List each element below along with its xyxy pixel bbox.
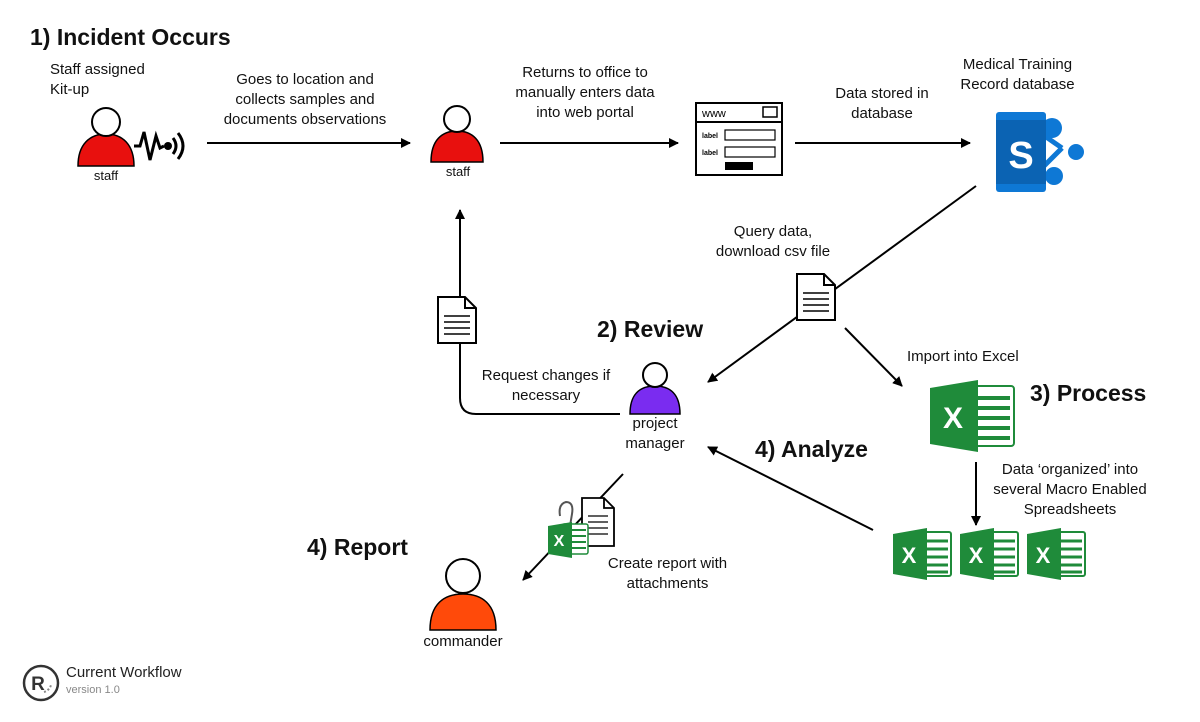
excel-icon: X: [930, 380, 1015, 452]
change-request-document-icon: [437, 296, 477, 344]
heading-analyze: 4) Analyze: [755, 436, 868, 462]
excel-letter: X: [554, 533, 565, 550]
note-query-data: Query data,download csv file: [715, 223, 831, 260]
form-url-text: www: [701, 108, 726, 120]
arrow-spreadsheets-to-pm: [707, 446, 874, 531]
commander-head: [445, 558, 481, 594]
heading-report: 4) Report: [307, 534, 408, 560]
staff-person-icon: [77, 107, 135, 167]
footer-title: Current Workflow: [66, 664, 182, 681]
excel-icon: X: [960, 528, 1019, 580]
sharepoint-letter: S: [1008, 135, 1033, 177]
footer-version: version 1.0: [66, 684, 120, 696]
arrow-pm-request-changes: [455, 209, 620, 415]
pm-body: [629, 385, 681, 415]
staff-label: staff: [445, 164, 471, 179]
commander-body: [429, 593, 497, 631]
excel-icon: X: [1027, 528, 1086, 580]
staff-head: [91, 107, 121, 137]
web-portal-form-icon: www label label: [695, 102, 783, 176]
staff-person-icon: [430, 105, 484, 163]
heading-review: 2) Review: [597, 316, 704, 342]
staff-body: [430, 130, 484, 163]
sharepoint-icon: S: [996, 112, 1084, 192]
excel-icon: X: [893, 528, 952, 580]
signal-icon: [134, 130, 185, 161]
report-attachments-icon: X: [548, 497, 615, 558]
staff-head: [443, 105, 471, 133]
csv-document-icon: [796, 273, 836, 321]
form-label-2: label: [702, 150, 718, 157]
excel-letter: X: [1036, 543, 1051, 568]
commander-label: commander: [423, 633, 503, 650]
excel-letter: X: [943, 402, 963, 435]
arrow-database-to-pm: [707, 185, 977, 383]
staff-label: staff: [93, 168, 119, 183]
project-manager-person-icon: [629, 362, 681, 415]
pm-head: [642, 362, 668, 388]
form-label-1: label: [702, 133, 718, 140]
note-import-into-excel: Import into Excel: [907, 348, 1019, 365]
logo-icon: R: [22, 664, 60, 702]
heading-process: 3) Process: [1030, 380, 1147, 406]
staff-body: [77, 133, 135, 167]
arrow-to-excel: [844, 327, 903, 387]
heading-incident-occurs: 1) Incident Occurs: [30, 24, 231, 50]
excel-letter: X: [969, 543, 984, 568]
excel-letter: X: [902, 543, 917, 568]
commander-person-icon: [429, 558, 497, 631]
logo-letter: R: [31, 674, 45, 695]
